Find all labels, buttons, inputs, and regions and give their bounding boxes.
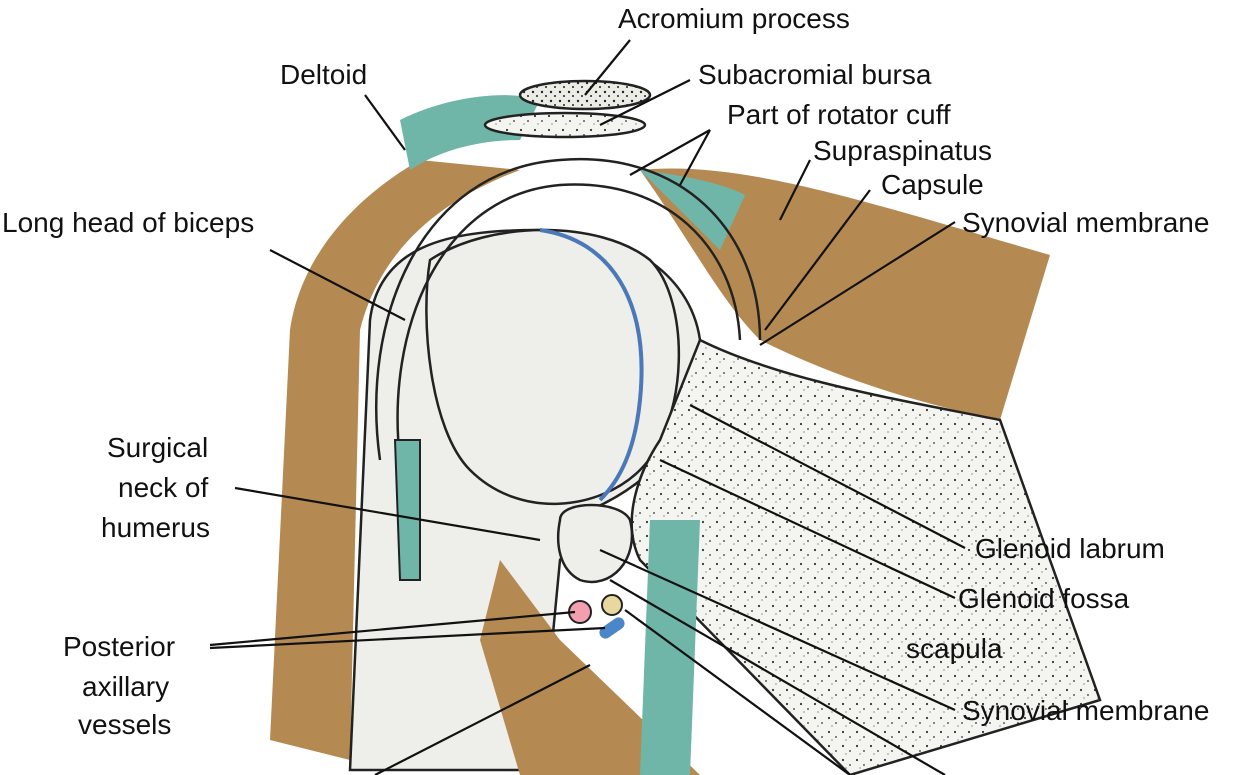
label-acromium: Acromium process: [618, 3, 850, 34]
label-glenoid-fossa: Glenoid fossa: [958, 583, 1130, 614]
leader-synovial-bottom-3: [624, 609, 851, 775]
label-glenoid-labrum: Glenoid labrum: [975, 533, 1165, 564]
label-scapula: scapula: [906, 633, 1003, 664]
leader-glenoid-fossa: [659, 459, 956, 599]
deltoid-muscle: [270, 160, 520, 760]
leader-acromium: [584, 39, 631, 96]
label-biceps: Long head of biceps: [2, 207, 254, 238]
leader-biceps: [269, 249, 406, 321]
label-capsule: Capsule: [881, 169, 984, 200]
synovial-line: [539, 228, 644, 502]
leader-axillary-2: [209, 626, 606, 650]
subacromial-bursa: [483, 111, 647, 139]
humeral-head: [425, 228, 680, 506]
label-synovial-bottom: Synovial membrane: [962, 695, 1209, 726]
leader-synovial-top: [759, 221, 956, 346]
leader-supraspinatus: [779, 159, 811, 221]
leader-bursa: [599, 79, 691, 126]
label-rotator-cuff: Part of rotator cuff: [727, 99, 951, 130]
label-subacromial-bursa: Subacromial bursa: [698, 59, 932, 90]
label-axillary-1: Posterior: [63, 631, 175, 662]
supraspinatus-tendon: [640, 170, 745, 250]
axillary-vein: [599, 617, 625, 639]
leader-capsule: [764, 189, 871, 331]
leader-axillary-1: [209, 610, 576, 647]
lower-tendon: [640, 520, 700, 775]
label-axillary-3: vessels: [78, 709, 171, 740]
label-surgical-neck-2: neck of: [118, 472, 208, 503]
biceps-tendon: [393, 439, 421, 581]
leader-rotator-1: [629, 129, 711, 176]
teres-muscle: [480, 560, 700, 775]
label-axillary-2: axillary: [82, 671, 169, 702]
leader-synovial-bottom-1: [599, 548, 956, 712]
glenoid-fossa: [556, 503, 634, 584]
leader-rotator-2: [679, 129, 711, 186]
axillary-nerve: [601, 594, 623, 616]
label-supraspinatus: Supraspinatus: [813, 135, 992, 166]
label-surgical-neck-3: humerus: [101, 512, 210, 543]
supraspinatus-muscle: [640, 168, 1050, 420]
label-deltoid: Deltoid: [280, 59, 367, 90]
capsule-inner: [396, 183, 742, 461]
deltoid-tendon: [400, 95, 540, 170]
leader-deltoid: [364, 94, 406, 151]
label-synovial-top: Synovial membrane: [962, 207, 1209, 238]
leader-synovial-bottom-2: [609, 579, 946, 775]
leader-surgical-neck: [234, 486, 541, 542]
leader-axillary-3: [374, 664, 591, 775]
label-surgical-neck-1: Surgical: [107, 432, 208, 463]
leader-glenoid-labrum: [689, 404, 966, 549]
capsule-outer: [375, 157, 762, 461]
